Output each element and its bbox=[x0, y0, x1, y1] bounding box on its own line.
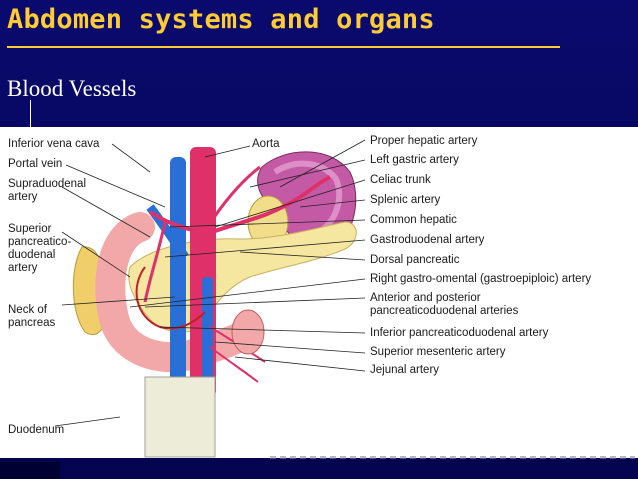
label-portal-vein: Portal vein bbox=[8, 158, 63, 170]
label-dorsal-pancreatic: Dorsal pancreatic bbox=[370, 254, 460, 266]
title-underline bbox=[7, 46, 560, 48]
label-neck-of-pancreas: Neck of pancreas bbox=[8, 304, 56, 329]
leader-lines bbox=[54, 139, 366, 427]
label-splenic-artery: Splenic artery bbox=[370, 194, 441, 206]
label-inferior-pancreaticoduodenal-artery: Inferior pancreaticoduodenal artery bbox=[370, 327, 549, 339]
decorative-tick-line bbox=[30, 100, 31, 130]
portal-vein bbox=[146, 204, 189, 260]
label-right-gastro-omental-artery: Right gastro-omental (gastroepiploic) ar… bbox=[370, 273, 592, 285]
label-common-hepatic: Common hepatic bbox=[370, 214, 457, 226]
slide-corner-bar bbox=[0, 462, 60, 479]
label-superior-mesenteric-artery: Superior mesenteric artery bbox=[370, 346, 506, 358]
label-jejunal-artery: Jejunal artery bbox=[370, 364, 440, 376]
gastroduodenal-artery bbox=[143, 221, 167, 303]
label-left-gastric-artery: Left gastric artery bbox=[370, 154, 459, 166]
left-gastric-artery bbox=[206, 165, 261, 228]
label-gastroduodenal-artery: Gastroduodenal artery bbox=[370, 234, 485, 246]
label-duodenum: Duodenum bbox=[8, 424, 65, 436]
label-proper-hepatic-artery: Proper hepatic artery bbox=[370, 135, 478, 147]
vertebral-column bbox=[144, 376, 216, 458]
label-supraduodenal-artery: Supraduodenal artery bbox=[8, 178, 87, 203]
anatomy-diagram: Inferior vena cava Portal vein Supraduod… bbox=[0, 127, 638, 458]
label-celiac-trunk: Celiac trunk bbox=[370, 174, 431, 186]
label-anterior-posterior-pancreaticoduodenal-arteries: Anterior and posterior pancreaticoduoden… bbox=[370, 292, 519, 317]
inferior-vena-cava bbox=[170, 157, 186, 397]
common-hepatic-artery bbox=[148, 210, 201, 234]
spleen-highlight bbox=[273, 160, 343, 234]
slide-subtitle: Blood Vessels bbox=[7, 76, 137, 101]
slide-title: Abdomen systems and organs bbox=[7, 4, 435, 35]
label-aorta: Aorta bbox=[252, 138, 280, 150]
diagram-illustration bbox=[54, 139, 366, 458]
label-superior-pancreaticoduodenal-artery: Superior pancreatico-duodenal artery bbox=[8, 223, 72, 274]
pancreaticoduodenal-arcade bbox=[135, 266, 206, 330]
jejunum bbox=[231, 309, 265, 355]
bottom-caption-strip bbox=[270, 456, 635, 459]
label-inferior-vena-cava: Inferior vena cava bbox=[8, 138, 100, 150]
